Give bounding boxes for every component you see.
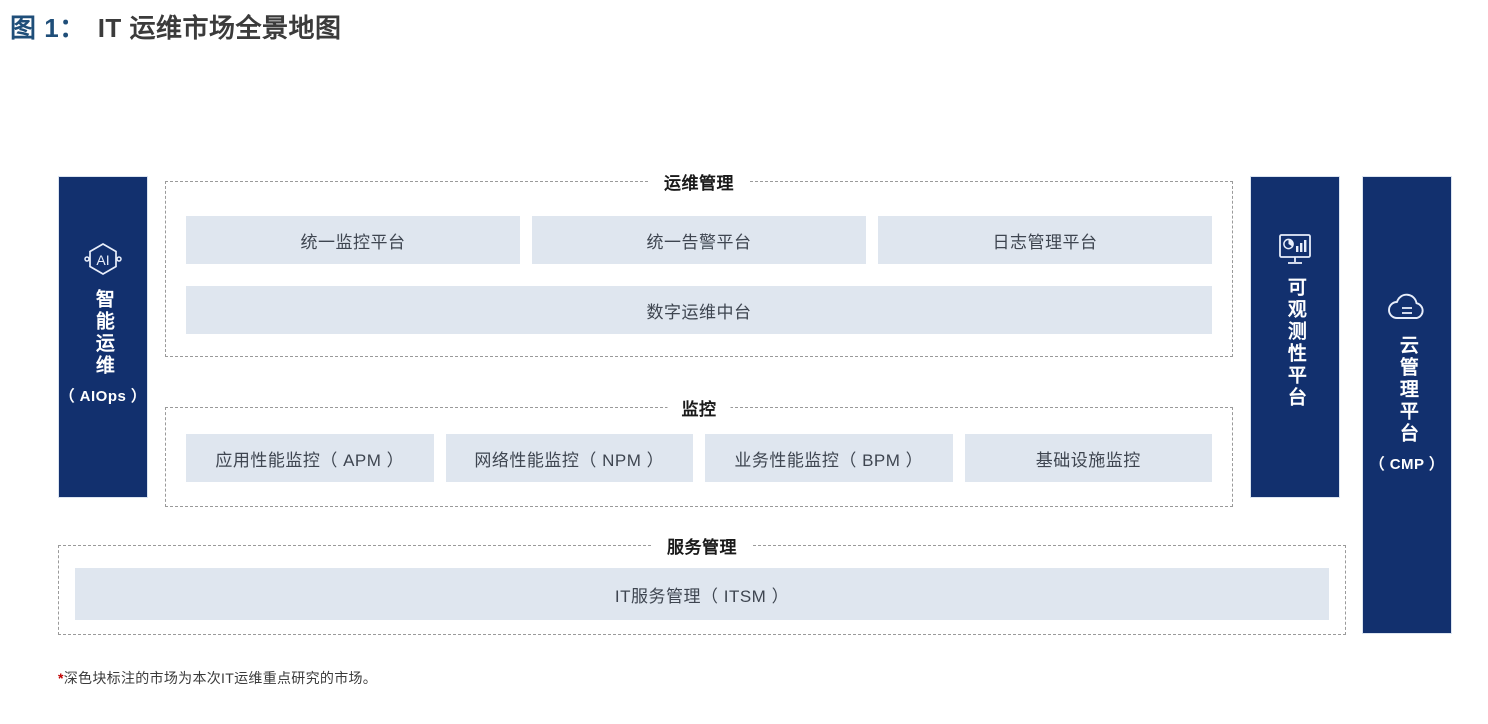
cell-unified-alerting-platform[interactable]: 统一告警平台 bbox=[532, 216, 866, 264]
svg-text:AI: AI bbox=[96, 252, 109, 268]
cell-itsm[interactable]: IT服务管理（ ITSM ） bbox=[75, 568, 1329, 620]
ai-hexagon-icon: AI bbox=[82, 239, 124, 281]
dashboard-monitor-icon bbox=[1275, 229, 1315, 269]
section-service-management: 服务管理 IT服务管理（ ITSM ） bbox=[58, 533, 1346, 635]
cloud-icon bbox=[1385, 287, 1429, 327]
section-monitoring-row-1: 应用性能监控（ APM ） 网络性能监控（ NPM ） 业务性能监控（ BPM … bbox=[186, 434, 1212, 482]
cell-npm[interactable]: 网络性能监控（ NPM ） bbox=[445, 434, 693, 482]
cell-unified-monitoring-platform[interactable]: 统一监控平台 bbox=[186, 216, 520, 264]
footnote-text: 深色块标注的市场为本次IT运维重点研究的市场。 bbox=[63, 670, 378, 686]
section-service-row-1: IT服务管理（ ITSM ） bbox=[75, 568, 1329, 620]
cell-bpm[interactable]: 业务性能监控（ BPM ） bbox=[705, 434, 953, 482]
figure-number: 图 1： bbox=[10, 13, 86, 43]
section-monitoring: 监控 应用性能监控（ APM ） 网络性能监控（ NPM ） 业务性能监控（ B… bbox=[165, 395, 1233, 507]
cell-log-management-platform[interactable]: 日志管理平台 bbox=[878, 216, 1212, 264]
footnote-asterisk: * bbox=[58, 670, 64, 686]
pillar-aiops[interactable]: AI 智能运维 （ AIOps ） bbox=[58, 176, 148, 498]
pillar-cmp-sublabel: （ CMP ） bbox=[1369, 456, 1445, 473]
cell-infrastructure-monitoring[interactable]: 基础设施监控 bbox=[964, 434, 1212, 482]
section-ops-row-2: 数字运维中台 bbox=[186, 286, 1212, 334]
pillar-cmp[interactable]: 云管理平台 （ CMP ） bbox=[1362, 176, 1452, 634]
figure-title-text: IT 运维市场全景地图 bbox=[97, 13, 342, 43]
pillar-observability[interactable]: 可观测性平台 bbox=[1250, 176, 1340, 498]
cell-apm[interactable]: 应用性能监控（ APM ） bbox=[186, 434, 434, 482]
cell-digital-ops-midplatform[interactable]: 数字运维中台 bbox=[186, 286, 1212, 334]
section-monitoring-title: 监控 bbox=[667, 395, 731, 420]
pillar-observability-label: 可观测性平台 bbox=[1284, 277, 1306, 409]
section-service-management-title: 服务管理 bbox=[653, 533, 751, 558]
footnote: *深色块标注的市场为本次IT运维重点研究的市场。 bbox=[58, 668, 377, 688]
pillar-aiops-sublabel: （ AIOps ） bbox=[59, 388, 147, 405]
page-title: 图 1： IT 运维市场全景地图 bbox=[10, 8, 342, 48]
pillar-aiops-label: 智能运维 bbox=[92, 289, 114, 377]
section-ops-row-1: 统一监控平台 统一告警平台 日志管理平台 bbox=[186, 216, 1212, 264]
section-ops-management-title: 运维管理 bbox=[650, 169, 748, 194]
pillar-cmp-label: 云管理平台 bbox=[1396, 335, 1418, 445]
section-ops-management: 运维管理 统一监控平台 统一告警平台 日志管理平台 数字运维中台 bbox=[165, 169, 1233, 357]
